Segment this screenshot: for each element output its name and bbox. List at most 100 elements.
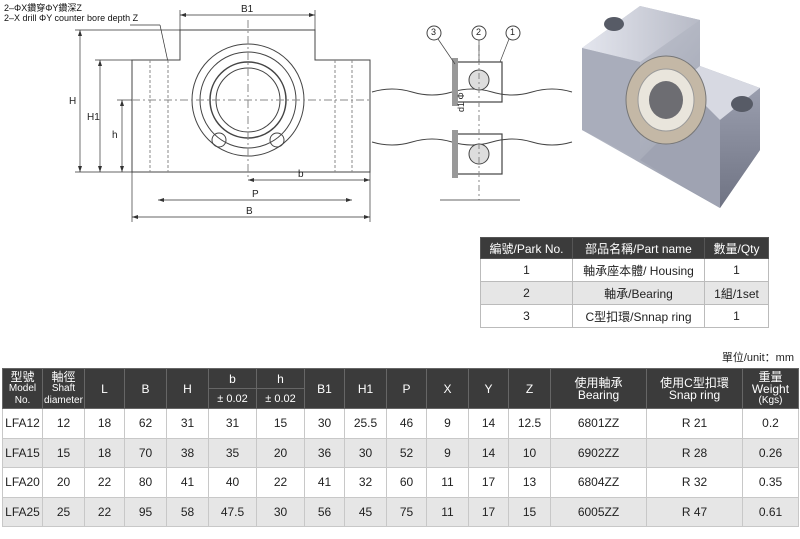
dim-b1-label: B1	[241, 4, 254, 15]
cell-model: LFA20	[2, 467, 43, 498]
parts-row: 3 C型扣環/Snnap ring 1	[480, 304, 769, 328]
header-B1: B1	[304, 368, 345, 409]
drill-note-en: 2–X drill ΦY counter bore depth Z	[4, 13, 139, 23]
cell-L: 18	[84, 408, 125, 439]
cell-B: 70	[124, 437, 167, 468]
cell-X: 9	[426, 408, 469, 439]
dim-h-small-label: h	[112, 130, 118, 141]
cell-shaft: 20	[42, 467, 85, 498]
cell-X: 9	[426, 437, 469, 468]
shaft-section-view	[371, 25, 573, 201]
unit-label: 單位/unit：mm	[721, 352, 794, 364]
cell-H1: 45	[344, 496, 387, 527]
cell-model: LFA12	[2, 408, 43, 439]
cell-weight: 0.35	[742, 467, 799, 498]
parts-row: 1 軸承座本體/ Housing 1	[480, 258, 769, 282]
callout-2: 2	[476, 27, 482, 37]
cell-H: 38	[166, 437, 209, 468]
header-h-tolerance: ± 0.02	[256, 388, 305, 409]
dim-b-small-label: b	[298, 169, 304, 180]
cell-P: 75	[386, 496, 427, 527]
cell-shaft: 25	[42, 496, 85, 527]
header-b-tolerance: ± 0.02	[208, 388, 257, 409]
header-h: h	[256, 368, 305, 389]
cell-snap: R 21	[646, 408, 743, 439]
part-name: 軸承/Bearing	[572, 281, 705, 305]
cell-weight: 0.2	[742, 408, 799, 439]
cell-h: 15	[256, 408, 305, 439]
header-L: L	[84, 368, 125, 409]
cell-Z: 12.5	[508, 408, 551, 439]
cell-B: 80	[124, 467, 167, 498]
cell-P: 46	[386, 408, 427, 439]
cell-H1: 32	[344, 467, 387, 498]
technical-drawing	[75, 6, 760, 222]
cell-X: 11	[426, 467, 469, 498]
header-Y: Y	[468, 368, 509, 409]
cell-B1: 41	[304, 467, 345, 498]
header-Z: Z	[508, 368, 551, 409]
cell-H1: 25.5	[344, 408, 387, 439]
parts-header-name: 部品名稱/Part name	[572, 237, 705, 259]
dim-h1-label: H1	[87, 112, 100, 123]
housing-3d-render	[582, 6, 760, 208]
header-b: b	[208, 368, 257, 389]
table-row: LFA12 12 18 62 31 31 15 30 25.5 46 9 14 …	[2, 408, 799, 439]
header-H1: H1	[344, 368, 387, 409]
parts-row: 2 軸承/Bearing 1組/1set	[480, 281, 769, 305]
cell-b: 47.5	[208, 496, 257, 527]
cell-H: 41	[166, 467, 209, 498]
part-qty: 1組/1set	[704, 281, 769, 305]
parts-header-no: 編號/Park No.	[480, 237, 573, 259]
drill-note-cn: 2–ΦX鑽穿ΦY鑽深Z	[4, 3, 82, 13]
cell-B1: 56	[304, 496, 345, 527]
cell-Y: 17	[468, 496, 509, 527]
cell-h: 30	[256, 496, 305, 527]
cell-model: LFA15	[2, 437, 43, 468]
cell-P: 52	[386, 437, 427, 468]
cell-L: 18	[84, 437, 125, 468]
cell-L: 22	[84, 467, 125, 498]
cell-snap: R 47	[646, 496, 743, 527]
parts-table: 編號/Park No. 部品名稱/Part name 數量/Qty 1 軸承座本…	[480, 237, 769, 328]
part-no: 1	[480, 258, 573, 282]
cell-B: 95	[124, 496, 167, 527]
part-name: C型扣環/Snnap ring	[572, 304, 705, 328]
cell-L: 22	[84, 496, 125, 527]
cell-Y: 14	[468, 437, 509, 468]
cell-weight: 0.26	[742, 437, 799, 468]
cell-b: 40	[208, 467, 257, 498]
cell-shaft: 12	[42, 408, 85, 439]
cell-Y: 14	[468, 408, 509, 439]
cell-b: 35	[208, 437, 257, 468]
cell-P: 60	[386, 467, 427, 498]
cell-h: 20	[256, 437, 305, 468]
cell-bearing: 6801ZZ	[550, 408, 647, 439]
callout-1: 1	[510, 27, 516, 37]
cell-model: LFA25	[2, 496, 43, 527]
part-qty: 1	[704, 258, 769, 282]
cell-H: 58	[166, 496, 209, 527]
cell-Z: 10	[508, 437, 551, 468]
cell-H1: 30	[344, 437, 387, 468]
dim-p-label: P	[252, 189, 259, 200]
cell-shaft: 15	[42, 437, 85, 468]
cell-weight: 0.61	[742, 496, 799, 527]
part-name: 軸承座本體/ Housing	[572, 258, 705, 282]
cell-bearing: 6902ZZ	[550, 437, 647, 468]
table-row: LFA20 20 22 80 41 40 22 41 32 60 11 17 1…	[2, 467, 799, 498]
part-no: 3	[480, 304, 573, 328]
cell-h: 22	[256, 467, 305, 498]
table-row: LFA25 25 22 95 58 47.5 30 56 45 75 11 17…	[2, 496, 799, 527]
part-qty: 1	[704, 304, 769, 328]
cell-b: 31	[208, 408, 257, 439]
header-P: P	[386, 368, 427, 409]
callout-3: 3	[431, 27, 437, 37]
cell-Z: 15	[508, 496, 551, 527]
cell-bearing: 6804ZZ	[550, 467, 647, 498]
cell-snap: R 28	[646, 437, 743, 468]
